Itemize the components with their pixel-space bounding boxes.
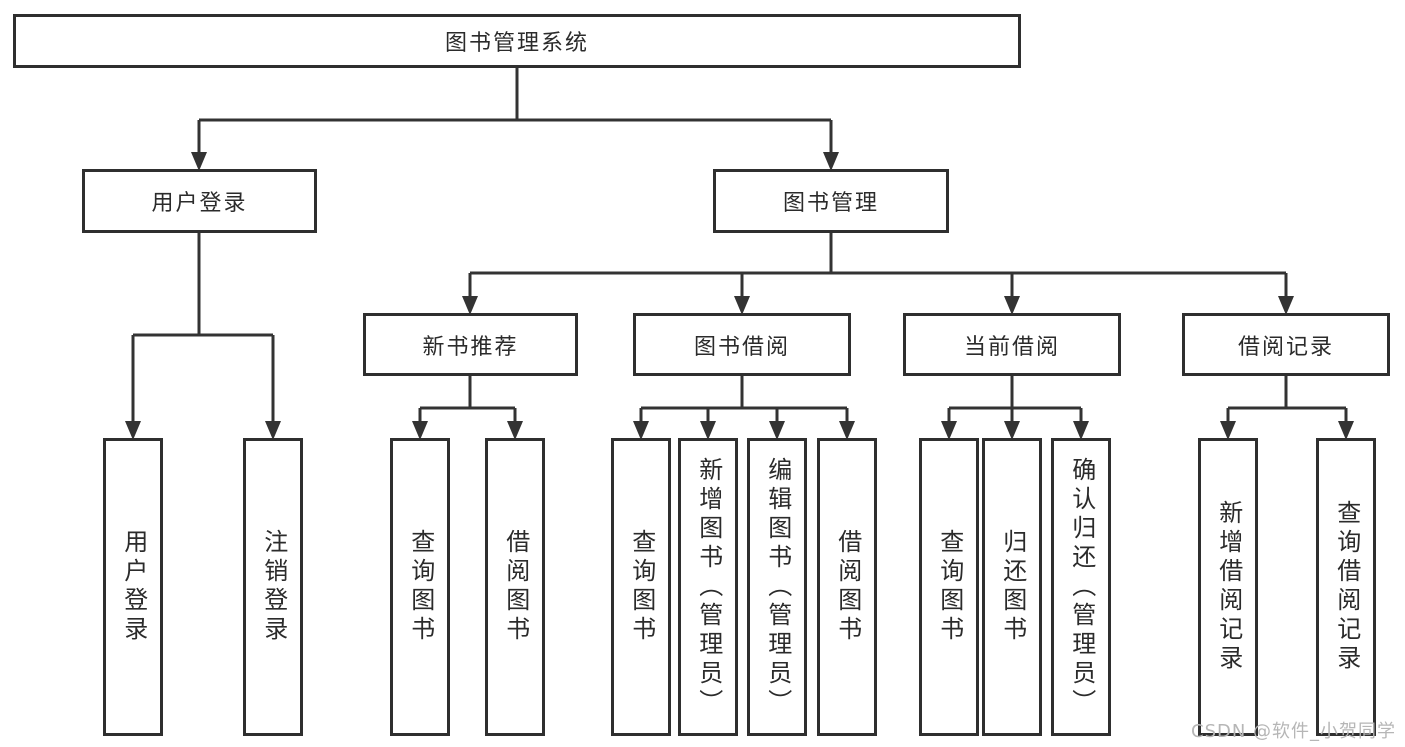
connector-root-to-level2 [191, 68, 839, 171]
leaf-query-books-recommend-label: 查询图书 [406, 529, 435, 645]
node-root-label: 图书管理系统 [444, 31, 589, 56]
leaf-add-borrow-record: 新增借阅记录 [1198, 438, 1258, 736]
node-book-management: 图书管理 [713, 169, 949, 233]
node-new-book-recommend-label: 新书推荐 [422, 334, 519, 360]
leaf-query-books-borrow-label: 查询图书 [627, 529, 656, 645]
node-root: 图书管理系统 [13, 14, 1021, 68]
leaf-query-borrow-record: 查询借阅记录 [1316, 438, 1376, 736]
leaf-confirm-return-admin: 确认归还（管理员） [1051, 438, 1111, 736]
leaf-logout: 注销登录 [243, 438, 303, 736]
node-new-book-recommend: 新书推荐 [363, 313, 578, 376]
csdn-watermark: CSDN @软件_小贺同学 [1191, 721, 1397, 742]
leaf-edit-books-admin-label: 编辑图书（管理员） [763, 456, 792, 718]
leaf-query-books-borrow: 查询图书 [611, 438, 671, 736]
leaf-borrow-books-label: 借阅图书 [833, 529, 862, 645]
connector-bookmgmt-to-level3 [462, 233, 1294, 315]
node-borrow-records-label: 借阅记录 [1237, 334, 1334, 360]
leaf-confirm-return-admin-label: 确认归还（管理员） [1067, 456, 1096, 718]
leaf-return-books: 归还图书 [982, 438, 1042, 736]
connector-userlogin-to-leaves [125, 233, 281, 440]
connector-currentborrow-to-leaves [941, 376, 1089, 440]
connector-newbook-to-leaves [412, 376, 523, 440]
leaf-add-books-admin-label: 新增图书（管理员） [694, 456, 723, 718]
node-borrow-records: 借阅记录 [1182, 313, 1390, 376]
leaf-edit-books-admin: 编辑图书（管理员） [747, 438, 807, 736]
node-book-borrow: 图书借阅 [633, 313, 851, 376]
leaf-return-books-label: 归还图书 [998, 529, 1027, 645]
leaf-query-borrow-record-label: 查询借阅记录 [1332, 500, 1361, 674]
leaf-add-books-admin: 新增图书（管理员） [678, 438, 738, 736]
node-book-borrow-label: 图书借阅 [693, 334, 790, 360]
connector-borrowrecords-to-leaves [1220, 376, 1354, 440]
leaf-borrow-books-recommend: 借阅图书 [485, 438, 545, 736]
leaf-add-borrow-record-label: 新增借阅记录 [1214, 500, 1243, 674]
leaf-user-login: 用户登录 [103, 438, 163, 736]
node-current-borrow: 当前借阅 [903, 313, 1121, 376]
leaf-user-login-label: 用户登录 [119, 529, 148, 645]
connector-bookborrow-to-leaves [633, 376, 855, 440]
node-current-borrow-label: 当前借阅 [963, 334, 1060, 360]
leaf-borrow-books: 借阅图书 [817, 438, 877, 736]
leaf-query-books-recommend: 查询图书 [390, 438, 450, 736]
leaf-query-books-current-label: 查询图书 [935, 529, 964, 645]
node-user-login: 用户登录 [82, 169, 317, 233]
node-book-management-label: 图书管理 [782, 191, 879, 216]
leaf-query-books-current: 查询图书 [919, 438, 979, 736]
leaf-logout-label: 注销登录 [259, 529, 288, 645]
node-user-login-label: 用户登录 [151, 191, 248, 216]
leaf-borrow-books-recommend-label: 借阅图书 [501, 529, 530, 645]
